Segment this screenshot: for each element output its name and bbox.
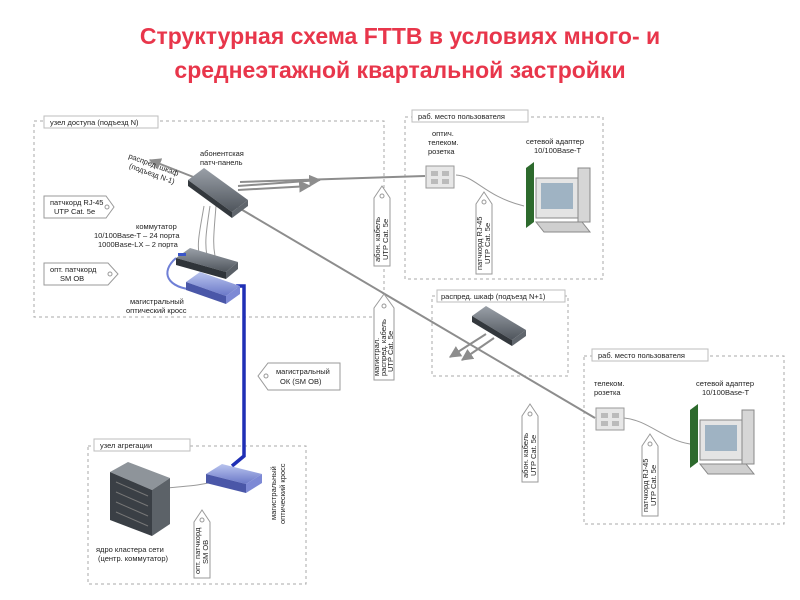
- optical-cross-label-2: оптический кросс: [126, 306, 187, 315]
- tag-patchcord-ws2-line-1: патчкорд RJ-45: [641, 459, 650, 512]
- tag-optical-patchcord-agg-line-2: SM OB: [201, 540, 210, 564]
- tag-optical-patchcord-line-1: опт. патчкорд: [50, 265, 97, 274]
- tag-subscriber-cable-1-line-2: UTP Cat. 5e: [381, 219, 390, 260]
- workplace-2-zone: раб. место пользователя: [583, 348, 785, 525]
- patch-panel-label-1: абонентская: [200, 149, 244, 158]
- telecom-socket-2-label-2: розетка: [594, 388, 621, 397]
- pc-workstation-1: [526, 162, 592, 233]
- tag-subscriber-cable-1-line-1: абон. кабель: [373, 217, 382, 262]
- workplace-1-zone: раб. место пользователя: [404, 109, 604, 280]
- distribution-cabinet-device: [472, 306, 526, 346]
- diagram-title-line-2: среднеэтажной квартальной застройки: [174, 57, 626, 83]
- patch-panel-device: [188, 168, 248, 218]
- network-adapter-2-label-2: 10/100Base-T: [702, 388, 750, 397]
- tag-subscriber-cable-1: абон. кабель UTP Cat. 5e: [373, 185, 391, 267]
- distribution-cabinet-label: распред. шкаф (подъезд N+1): [441, 292, 546, 301]
- optical-socket-1-label-3: розетка: [428, 147, 455, 156]
- switch-label-1: коммутатор: [136, 222, 177, 231]
- aggregation-cross-device: [206, 464, 262, 493]
- network-core-label-1: ядро кластера сети: [96, 545, 164, 554]
- optical-socket-1-label-1: оптич.: [432, 129, 454, 138]
- tag-backbone-ok: магистральный ОК (SM OB): [257, 362, 341, 391]
- network-core-label-2: (центр. коммутатор): [98, 554, 169, 563]
- patch-panel-label-2: патч-панель: [200, 158, 243, 167]
- telecom-socket-2: [595, 407, 625, 431]
- network-core-rack: [110, 462, 170, 536]
- tag-backbone-distribution-line-2: распред. кабель: [379, 319, 388, 376]
- aggregation-cross-label: магистральный оптический кросс: [269, 463, 287, 524]
- tag-backbone-distribution-line-1: магистрал.: [372, 338, 381, 376]
- network-adapter-1-label-1: сетевой адаптер: [526, 137, 584, 146]
- diagram-title-line-1: Структурная схема FTTB в условиях много-…: [139, 23, 661, 49]
- switch-label-2: 10/100Base-T – 24 порта: [94, 231, 180, 240]
- aggregation-node-zone: узел агрегации: [87, 438, 307, 585]
- tag-backbone-distribution-line-3: UTP Cat. 5e: [386, 331, 395, 372]
- optical-cross-device: [186, 272, 240, 304]
- aggregation-cross-label-1: магистральный: [269, 466, 278, 520]
- tag-patchcord-rj45-line-2: UTP Cat. 5e: [54, 207, 95, 216]
- tag-subscriber-cable-2-line-1: абон. кабель: [521, 433, 530, 478]
- tag-patchcord-rj45: патчкорд RJ-45 UTP Cat. 5e: [43, 195, 115, 219]
- optical-socket-1-label-2: телеком.: [428, 138, 459, 147]
- tag-backbone-ok-line-2: ОК (SM OB): [280, 377, 322, 386]
- tag-optical-patchcord-agg-line-1: опт. патчкорд: [193, 527, 202, 574]
- aggregation-node-label: узел агрегации: [100, 441, 152, 450]
- workplace-2-label: раб. место пользователя: [598, 351, 685, 360]
- aggregation-cross-label-2: оптический кросс: [278, 463, 287, 524]
- switch-label-3: 1000Base-LX – 2 порта: [98, 240, 179, 249]
- tag-subscriber-cable-2: абон. кабель UTP Cat. 5e: [521, 403, 539, 483]
- switch-device: [176, 248, 238, 279]
- tag-optical-patchcord-agg: опт. патчкорд SM OB: [193, 509, 211, 579]
- pc-workstation-2: [690, 404, 756, 475]
- tag-patchcord-ws1-line-1: патчкорд RJ-45: [475, 217, 484, 270]
- tag-subscriber-cable-2-line-2: UTP Cat. 5e: [529, 435, 538, 476]
- network-adapter-1-label-2: 10/100Base-T: [534, 146, 582, 155]
- access-node-label: узел доступа (подъезд N): [50, 118, 139, 127]
- tag-backbone-distribution-cable: магистрал. распред. кабель UTP Cat. 5e: [372, 293, 395, 381]
- optical-cross-label-1: магистральный: [130, 297, 184, 306]
- optical-socket-1: [425, 165, 455, 189]
- access-node-zone: узел доступа (подъезд N): [33, 115, 385, 318]
- tag-backbone-ok-line-1: магистральный: [276, 367, 330, 376]
- tag-optical-patchcord-line-2: SM OB: [60, 274, 84, 283]
- tag-patchcord-rj45-ws2: патчкорд RJ-45 UTP Cat. 5e: [641, 433, 659, 517]
- distribution-cabinet-zone: распред. шкаф (подъезд N+1): [431, 289, 569, 377]
- tag-patchcord-ws2-line-2: UTP Cat. 5e: [649, 465, 658, 506]
- network-adapter-2-label-1: сетевой адаптер: [696, 379, 754, 388]
- tag-patchcord-ws1-line-2: UTP Cat. 5e: [483, 223, 492, 264]
- telecom-socket-2-label-1: телеком.: [594, 379, 625, 388]
- tag-patchcord-rj45-line-1: патчкорд RJ-45: [50, 198, 103, 207]
- tag-optical-patchcord: опт. патчкорд SM OB: [43, 262, 119, 286]
- cabinet-n-minus-1-label: распред. шкаф (подъезд N-1): [127, 151, 180, 186]
- tag-patchcord-rj45-ws1: патчкорд RJ-45 UTP Cat. 5e: [475, 191, 493, 275]
- workplace-1-label: раб. место пользователя: [418, 112, 505, 121]
